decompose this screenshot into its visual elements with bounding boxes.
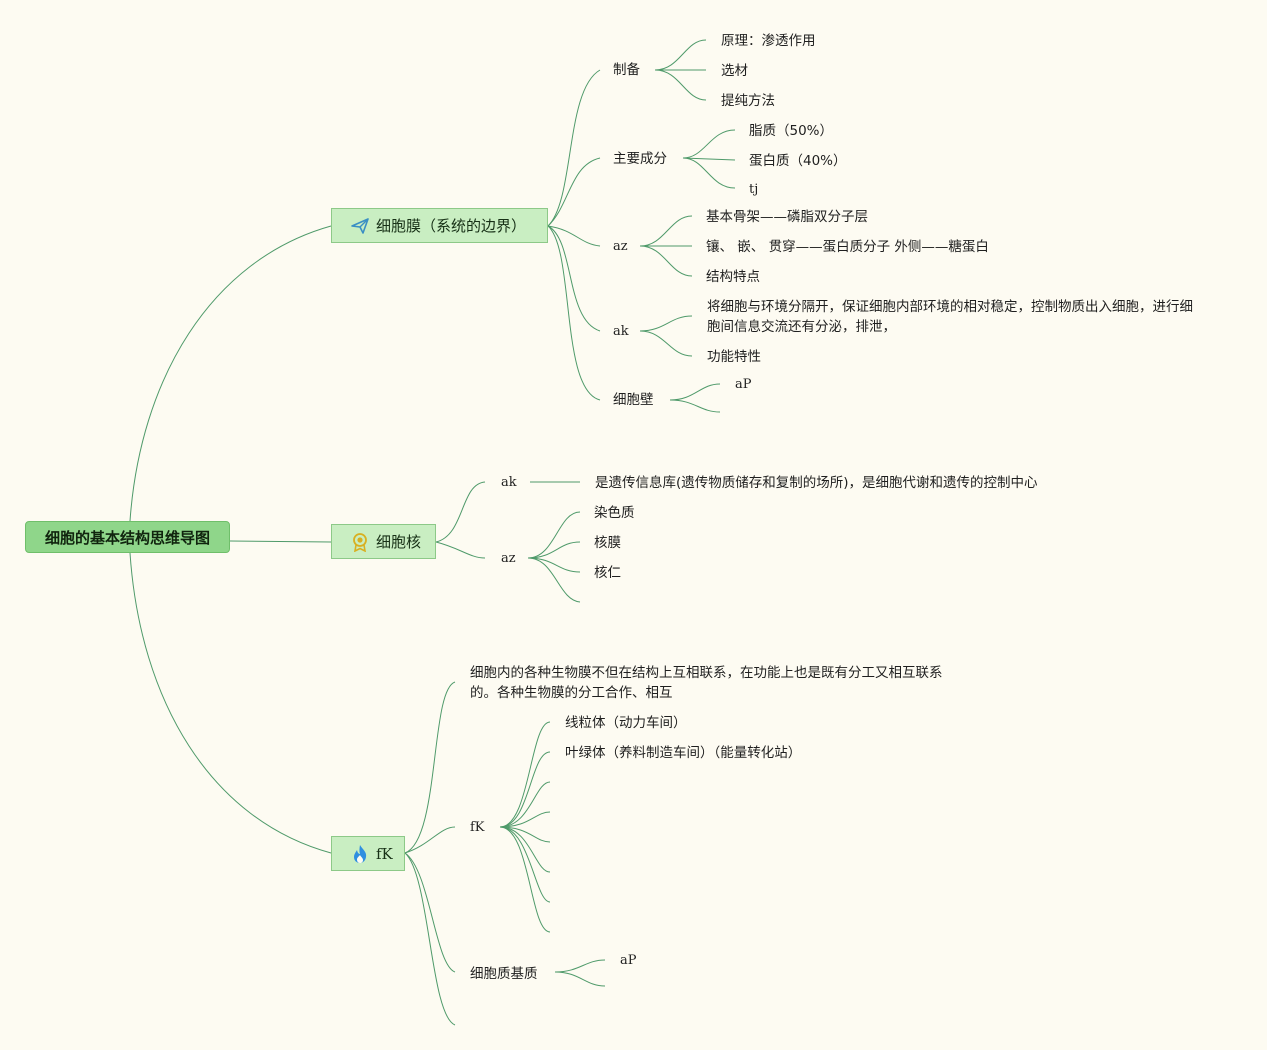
leaf-protein-arrangement[interactable]: 镶、 嵌、 贯穿——蛋白质分子 外侧——糖蛋白 [706, 239, 989, 255]
leaf-cell-wall-ap[interactable]: aP [735, 377, 752, 392]
flame-icon [354, 844, 367, 863]
leaf-material-selection[interactable]: 选材 [721, 63, 748, 79]
subtopic-organelles[interactable]: fK [470, 820, 485, 835]
subtopic-components[interactable]: 主要成分 [613, 151, 667, 167]
leaf-nucleolus[interactable]: 核仁 [594, 565, 621, 581]
leaf-biomembrane-note[interactable]: 细胞内的各种生物膜不但在结构上互相联系，在功能上也是既有分工又相互联系的。各种生… [470, 665, 943, 701]
subtopic-nucleus-function[interactable]: ak [501, 475, 517, 490]
topic-cytoplasm-label: fK [376, 844, 393, 863]
subtopic-cytoplasmic-matrix[interactable]: 细胞质基质 [470, 966, 538, 982]
leaf-function-description[interactable]: 将细胞与环境分隔开，保证细胞内部环境的相对稳定，控制物质出入细胞，进行细胞间信息… [707, 299, 1193, 335]
leaf-mitochondria[interactable]: 线粒体（动力车间） [565, 715, 687, 731]
subtopic-membrane-function[interactable]: ak [613, 324, 629, 339]
paper-plane-icon [351, 217, 369, 234]
leaf-matrix-ap[interactable]: aP [620, 953, 637, 968]
leaf-tj[interactable]: tj [749, 182, 759, 197]
subtopic-cell-wall[interactable]: 细胞壁 [613, 392, 654, 408]
topic-nucleus[interactable]: 细胞核 [331, 524, 436, 559]
root-topic[interactable]: 细胞的基本结构思维导图 [25, 521, 230, 553]
subtopic-preparation[interactable]: 制备 [613, 62, 640, 78]
leaf-purification[interactable]: 提纯方法 [721, 93, 775, 109]
leaf-protein[interactable]: 蛋白质（40%） [749, 153, 847, 169]
topic-nucleus-label: 细胞核 [376, 533, 422, 551]
medal-icon [353, 532, 367, 552]
topic-cell-membrane-label: 细胞膜（系统的边界） [376, 217, 527, 235]
leaf-lipid[interactable]: 脂质（50%） [749, 123, 834, 139]
subtopic-membrane-structure[interactable]: az [613, 239, 628, 254]
leaf-function-feature[interactable]: 功能特性 [707, 349, 761, 365]
topic-cell-membrane[interactable]: 细胞膜（系统的边界） [331, 208, 548, 243]
root-topic-label: 细胞的基本结构思维导图 [44, 528, 210, 547]
leaf-chloroplast[interactable]: 叶绿体（养料制造车间）（能量转化站） [565, 745, 802, 761]
leaf-principle[interactable]: 原理：渗透作用 [721, 33, 816, 49]
leaf-chromatin[interactable]: 染色质 [594, 505, 635, 521]
subtopic-nucleus-structure[interactable]: az [501, 551, 516, 566]
leaf-basic-skeleton[interactable]: 基本骨架——磷脂双分子层 [706, 209, 868, 225]
leaf-structure-feature[interactable]: 结构特点 [706, 269, 760, 285]
leaf-nuclear-envelope[interactable]: 核膜 [594, 535, 621, 551]
topic-cytoplasm[interactable]: fK [331, 836, 405, 871]
leaf-nucleus-function-description[interactable]: 是遗传信息库(遗传物质储存和复制的场所)，是细胞代谢和遗传的控制中心 [595, 475, 1038, 491]
